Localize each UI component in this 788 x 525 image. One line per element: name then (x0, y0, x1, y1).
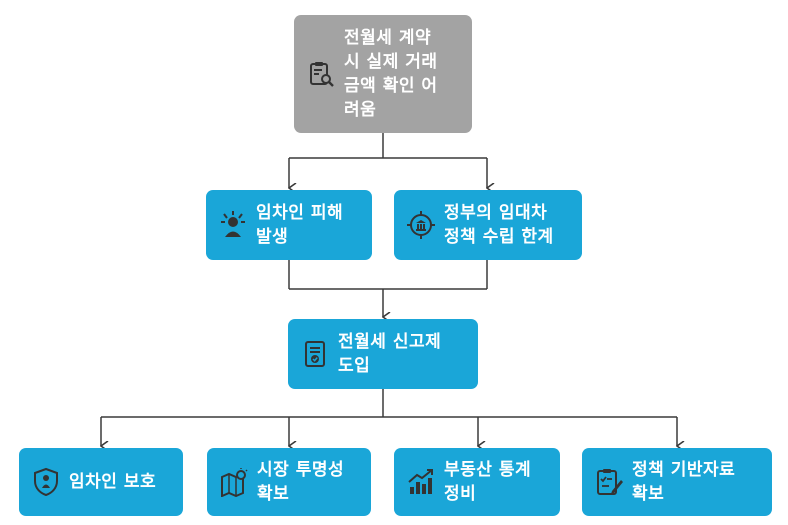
document-check-icon (300, 339, 330, 369)
bar-chart-growth-icon (406, 467, 436, 497)
cause-box-policy-limit: 정부의 임대차 정책 수립 한계 (394, 190, 582, 260)
root-problem-label: 전월세 계약 시 실제 거래 금액 확인 어 려움 (344, 28, 438, 120)
solution-box: 전월세 신고제 도입 (288, 319, 478, 389)
cause-label-tenant-damage: 임차인 피해 발생 (256, 203, 344, 247)
solution-label: 전월세 신고제 도입 (338, 332, 442, 376)
effect-label-tenant-protection: 임차인 보호 (69, 472, 157, 492)
effect-box-statistics: 부동산 통계 정비 (394, 448, 560, 516)
cause-label-policy-limit: 정부의 임대차 정책 수립 한계 (444, 203, 554, 247)
shield-person-icon (31, 467, 61, 497)
effect-label-market-transparency: 시장 투명성 확보 (257, 460, 345, 504)
map-lightbulb-icon (219, 467, 249, 497)
effect-box-policy-data: 정책 기반자료 확보 (582, 448, 772, 516)
cause-box-tenant-damage: 임차인 피해 발생 (206, 190, 372, 260)
effect-label-policy-data: 정책 기반자료 확보 (632, 460, 736, 504)
distressed-person-icon (218, 210, 248, 240)
effect-box-tenant-protection: 임차인 보호 (19, 448, 183, 516)
root-problem-box: 전월세 계약 시 실제 거래 금액 확인 어 려움 (294, 15, 472, 133)
clipboard-search-icon (306, 59, 336, 89)
effect-box-market-transparency: 시장 투명성 확보 (207, 448, 371, 516)
effect-label-statistics: 부동산 통계 정비 (444, 460, 532, 504)
target-building-icon (406, 210, 436, 240)
checklist-edit-icon (594, 467, 624, 497)
